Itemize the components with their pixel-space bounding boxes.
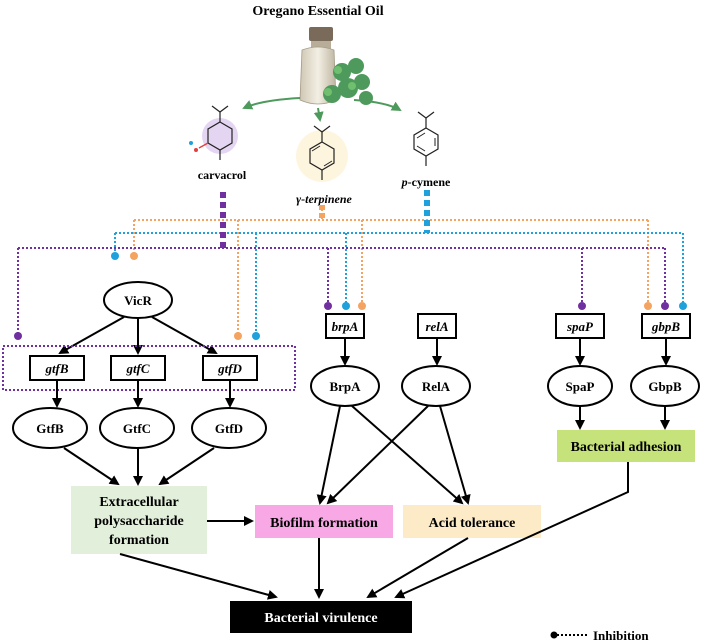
vicr-arrows (58, 316, 218, 355)
spap-gbpb-to-adhesion-arrows (575, 406, 670, 430)
cymene-label: p-cymene (401, 175, 451, 189)
gtfc-gene-label: gtfC (125, 361, 149, 376)
eps-formation-label-line3: formation (109, 533, 169, 548)
biofilm-formation-label: Biofilm formation (270, 516, 378, 531)
brpa-rela-crossing-arrows (316, 405, 471, 505)
rela-gene-label: relA (425, 319, 448, 334)
brpa-rela-gene-arrows (340, 338, 442, 366)
carvacrol-inhibition-lines (17, 247, 666, 334)
terpinene-inhibition-dots (130, 252, 652, 340)
legend-inhibition-label: Inhibition (593, 628, 649, 643)
bacterial-virulence-label: Bacterial virulence (264, 611, 377, 626)
eps-formation-box (71, 486, 207, 554)
gtf-to-eps-arrows (63, 447, 215, 486)
bacterial-virulence-box (230, 601, 412, 633)
acid-tolerance-box (403, 505, 541, 538)
gbpb-protein-label: GbpB (648, 379, 682, 394)
gtfb-protein-node (12, 407, 88, 449)
cymene-inhibition-dots (111, 252, 687, 340)
gtfc-protein-label: GtfC (123, 421, 151, 436)
spap-protein-label: SpaP (566, 379, 595, 394)
bacterial-adhesion-box (557, 430, 695, 462)
terpinene-structure-icon (296, 125, 348, 182)
cymene-structure-icon (413, 111, 439, 166)
legend: Inhibition (550, 628, 649, 643)
brpa-gene-label: brpA (332, 319, 359, 334)
to-virulence-arrows (119, 462, 629, 600)
eps-formation-label-line1: Extracellular (99, 495, 178, 510)
biofilm-formation-box (255, 505, 393, 538)
gtfb-gene-label: gtfB (44, 361, 68, 376)
spap-gene-box (555, 313, 605, 339)
terpinene-label: γ-terpinene (296, 192, 352, 206)
gtfb-protein-label: GtfB (36, 421, 64, 436)
spap-gbpb-gene-arrows (575, 338, 671, 366)
carvacrol-inhibition-dots (14, 302, 669, 340)
gtfd-gene-box (202, 355, 258, 381)
eps-formation-label-line2: polysaccharide (94, 514, 183, 529)
gtfd-protein-label: GtfD (215, 421, 243, 436)
gtfd-gene-label: gtfD (217, 361, 242, 376)
cymene-inhibition-lines (114, 232, 684, 334)
diagram-title: Oregano Essential Oil (252, 4, 383, 19)
brpa-protein-label: BrpA (329, 379, 361, 394)
cymene-label-prefix: p (401, 175, 408, 189)
rela-protein-label: RelA (422, 379, 451, 394)
carvacrol-structure-icon (189, 105, 238, 160)
brpa-protein-node (310, 365, 380, 407)
rela-protein-node (401, 365, 471, 407)
spap-gene-label: spaP (566, 319, 594, 334)
compound-release-arrows (242, 97, 402, 122)
acid-tolerance-label: Acid tolerance (429, 516, 516, 531)
vicr-label: VicR (124, 293, 152, 308)
gtf-gene-group-box (2, 345, 296, 391)
gtfd-protein-node (191, 407, 267, 449)
gtf-gene-to-protein-arrows (52, 380, 235, 408)
bacterial-adhesion-label: Bacterial adhesion (571, 440, 682, 455)
cymene-label-suffix: -cymene (408, 175, 451, 189)
oregano-oil-bottle-icon (299, 27, 373, 105)
gtfb-gene-box (29, 355, 85, 381)
carvacrol-label: carvacrol (198, 168, 247, 182)
legend-inhibition-dot (550, 631, 558, 639)
gbpb-gene-label: gbpB (651, 319, 681, 334)
